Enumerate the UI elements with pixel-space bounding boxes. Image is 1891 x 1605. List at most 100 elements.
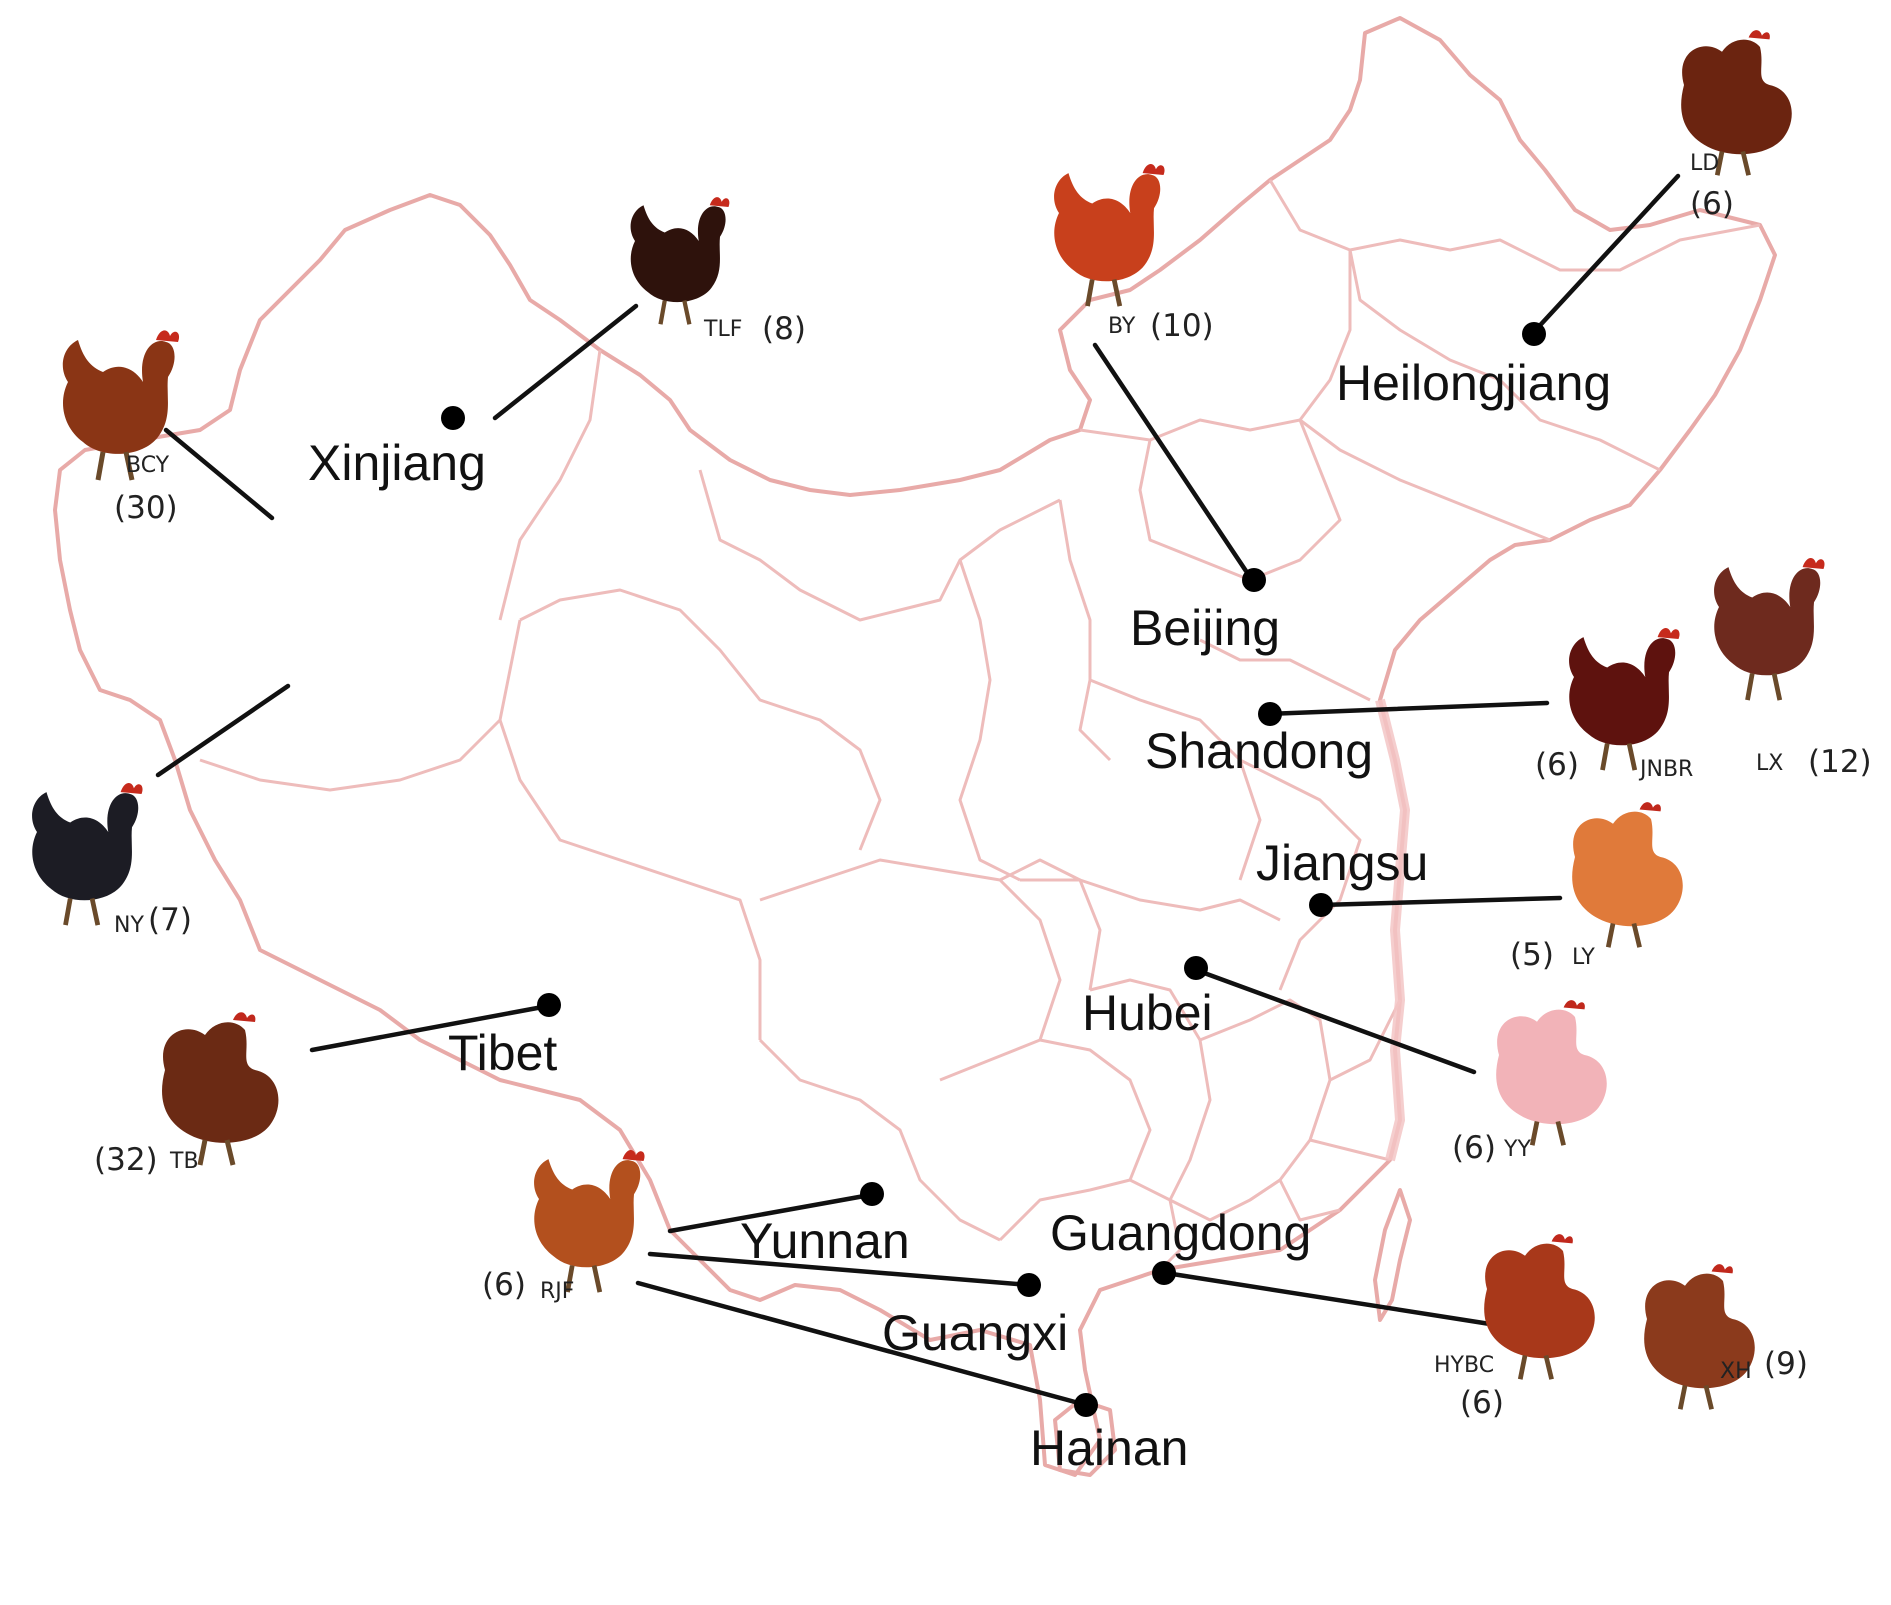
dot-guangxi [1017, 1273, 1041, 1297]
region-labels: Xinjiang Heilongjiang Beijing Shandong J… [308, 355, 1611, 1476]
taiwan-outline [1373, 1188, 1412, 1322]
breed-labels: BCY (30) TLF (8) BY (10) LD (6) NY (7) (… [94, 151, 1872, 1421]
hybc-code: HYBC [1434, 1353, 1494, 1378]
border-jiangsu-anhui [1239, 758, 1362, 991]
border-hubei [1020, 878, 1281, 922]
border-sichuan [759, 858, 1062, 1041]
border-henan [1089, 678, 1262, 881]
border-jiangxi [1199, 998, 1332, 1202]
chicken-icons [32, 30, 1824, 1409]
jnbr-chicken-icon [1569, 628, 1679, 770]
dot-shandong [1258, 702, 1282, 726]
border-xinjiang-east [498, 349, 602, 621]
tb-chicken-icon [162, 1012, 278, 1165]
dot-beijing [1242, 568, 1266, 592]
leader-rjf-hainan [635, 1280, 1089, 1408]
hybc-count: (6) [1460, 1385, 1504, 1421]
rjf-count: (6) [482, 1267, 526, 1303]
bcy-count: (30) [114, 490, 178, 526]
border-shanxi [1058, 499, 1112, 762]
leader-hybc [1163, 1270, 1493, 1327]
border-qinghai [519, 588, 882, 851]
leader-ly [1318, 895, 1563, 908]
dot-hubei [1184, 956, 1208, 980]
border-shandong [1199, 638, 1371, 702]
label-hubei: Hubei [1082, 985, 1213, 1041]
china-map [53, 16, 1777, 1477]
border-xinjiang-south [199, 619, 522, 792]
lx-count: (12) [1808, 744, 1872, 780]
by-chicken-icon [1054, 164, 1164, 306]
ly-chicken-icon [1572, 802, 1683, 947]
dot-jiangsu [1309, 893, 1333, 917]
jnbr-code: JNBR [1638, 757, 1693, 782]
by-code: BY [1108, 314, 1136, 339]
dot-heilongjiang [1522, 322, 1546, 346]
border-zhejiang-fujian [1309, 999, 1402, 1162]
border-guizhou [939, 1038, 1152, 1181]
leader-tlf [492, 303, 639, 421]
rjf-chicken-icon [534, 1150, 644, 1292]
ly-code: LY [1572, 945, 1595, 970]
border-guangdong [1169, 1178, 1341, 1222]
ld-code: LD [1690, 151, 1719, 176]
leader-rjf-yunnan [667, 1192, 873, 1234]
lx-chicken-icon [1714, 558, 1824, 700]
tlf-count: (8) [762, 311, 806, 347]
bcy-code: BCY [126, 453, 170, 478]
leader-rjf-guangxi [647, 1251, 1032, 1288]
tb-count: (32) [94, 1142, 158, 1178]
label-beijing: Beijing [1130, 600, 1280, 656]
leader-ld [1529, 173, 1681, 337]
label-guangxi: Guangxi [882, 1305, 1068, 1361]
dot-xinjiang [441, 406, 465, 430]
yy-code: YY [1503, 1137, 1531, 1162]
border-guangxi [998, 1178, 1182, 1272]
tlf-chicken-icon [631, 197, 730, 324]
ld-count: (6) [1690, 186, 1734, 222]
xh-count: (9) [1764, 1346, 1808, 1382]
jnbr-count: (6) [1535, 747, 1579, 783]
border-shaanxi [958, 559, 1021, 882]
xh-chicken-icon [1644, 1264, 1755, 1409]
label-shandong: Shandong [1145, 723, 1373, 779]
label-jiangsu: Jiangsu [1256, 835, 1428, 891]
ny-chicken-icon [32, 783, 142, 925]
coastline [1375, 698, 1410, 1162]
hybc-chicken-icon [1484, 1234, 1595, 1379]
border-tibet [498, 719, 762, 1040]
border-hebei [1138, 419, 1342, 582]
by-count: (10) [1150, 308, 1214, 344]
china-outline [53, 16, 1777, 1477]
ny-count: (7) [148, 902, 192, 938]
leader-bcy [163, 427, 275, 521]
lx-code: LX [1756, 751, 1783, 776]
label-yunnan: Yunnan [740, 1213, 910, 1269]
label-tibet: Tibet [448, 1025, 557, 1081]
border-yunnan [758, 1038, 1001, 1242]
leader-yy [1193, 967, 1477, 1075]
border-jilin [1348, 249, 1661, 472]
yy-count: (6) [1452, 1130, 1496, 1166]
leader-tb [309, 1003, 551, 1053]
dot-guangdong [1152, 1261, 1176, 1285]
tlf-code: TLF [703, 317, 742, 342]
border-liaoning [1299, 418, 1551, 542]
tb-code: TB [169, 1149, 199, 1174]
border-gansu-ningxia [698, 469, 1061, 622]
border-heilongjiang [1268, 179, 1761, 272]
ny-code: NY [114, 913, 144, 938]
label-xinjiang: Xinjiang [308, 435, 486, 491]
location-dots [441, 322, 1546, 1417]
label-heilongjiang: Heilongjiang [1336, 355, 1611, 411]
ly-count: (5) [1510, 937, 1554, 973]
rjf-code: RJF [540, 1279, 574, 1304]
leader-ny [155, 683, 291, 778]
label-guangdong: Guangdong [1050, 1205, 1311, 1261]
dot-yunnan [860, 1182, 884, 1206]
leader-jnbr [1265, 700, 1550, 717]
yy-chicken-icon [1496, 1000, 1607, 1145]
label-hainan: Hainan [1030, 1420, 1188, 1476]
